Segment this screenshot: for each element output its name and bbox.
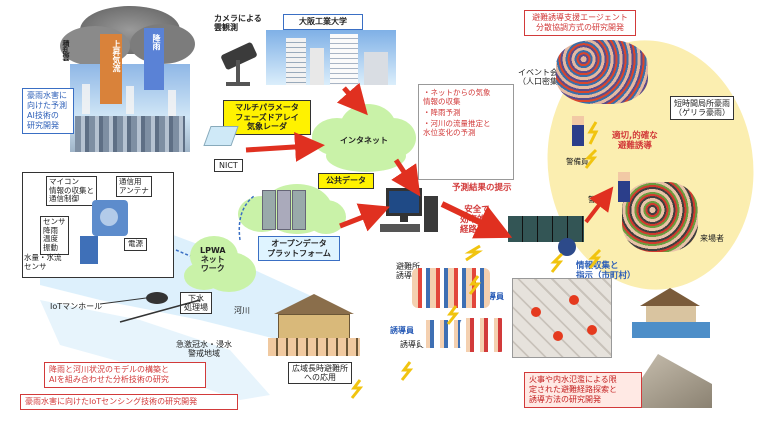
research-river-ai: 降雨と河川状況のモデルの構築と AIを組み合わせた分析技術の研究 — [44, 362, 206, 388]
server-icon — [262, 190, 306, 230]
visitors-crowd-icon — [622, 182, 698, 252]
computer-icon — [380, 186, 440, 240]
research-iot-sensing: 豪雨水害に向けたIoTセンシング技術の研究開発 — [20, 394, 238, 410]
updraft-arrow — [100, 34, 122, 104]
guide-2-label: 誘導員 — [390, 326, 414, 335]
evacuees-icon — [412, 268, 490, 308]
radar-label: マルチパラメータ フェーズドアレイ 気象レーダ — [223, 100, 311, 135]
rain-label: 降雨 — [152, 34, 161, 50]
updraft-label: 上昇気流 — [112, 40, 121, 72]
guard-figure-1 — [572, 116, 584, 146]
info-item-2: ・降雨予測 — [423, 108, 461, 117]
camera-icon — [214, 41, 264, 87]
antenna-label: 通信用 アンテナ — [116, 176, 152, 198]
research-heavy-rain-ai: 豪雨水害に 向けた予測 AI技術の 研究開発 — [22, 88, 74, 134]
camera-label: カメラによる 雲観測 — [214, 14, 262, 33]
manhole-pipe-icon — [80, 236, 98, 264]
manhole-icon — [146, 292, 168, 304]
radar-icon — [203, 120, 243, 152]
sensor-device-icon — [92, 200, 128, 236]
crowd-icon — [556, 40, 648, 104]
prediction-results-label: 予測結果の提示 — [452, 183, 512, 193]
helmet-group-2-icon — [460, 318, 506, 352]
monitor-wall-icon — [508, 216, 584, 256]
cumulonimbus-label: 積乱雲 — [62, 40, 71, 61]
rain-arrow — [144, 28, 164, 90]
guide-3-label: 誘導員 — [400, 340, 424, 349]
appropriate-guidance-label: 適切,的確な 避難誘導 — [612, 131, 658, 151]
iot-manhole-label: IoTマンホール — [50, 302, 103, 311]
research-fire-flood-route: 火事や内水氾濫による限 定された避難経路探索と 誘導方法の研究開発 — [524, 372, 642, 408]
security-guard-2-label: 警備員 — [588, 195, 611, 204]
public-data-label: 公共データ — [318, 173, 374, 189]
river-label: 河川 — [234, 306, 250, 315]
sewage-plant-label: 下水 処理場 — [180, 292, 212, 315]
guard-figure-2 — [618, 172, 630, 202]
wide-area-shelter-label: 広域長時避難所 への応用 — [288, 362, 352, 385]
rapid-flood-alert-label: 急激冠水・浸水 警戒地域 — [176, 340, 232, 359]
open-data-platform: オープンデータ プラットフォーム — [258, 236, 340, 262]
water-sensor-label: 水量・水流 センサ — [24, 253, 62, 271]
nict-label: NICT — [214, 159, 243, 173]
event-venue-label: イベント会場 （人口密集） — [518, 68, 566, 87]
info-item-3: ・河川の流量推定と 水位変化の予測 — [423, 119, 491, 137]
evac-site-guide-label: 避難所 誘導員 — [396, 262, 420, 281]
info-item-1: ・ネットからの気象 情報の収集 — [423, 88, 491, 106]
power-label: 電源 — [124, 238, 147, 251]
security-guard-1-label: 警備員 — [566, 157, 589, 166]
map-icon — [512, 278, 612, 358]
evac-agent-research: 避難誘導支援エージェント 分散協調方式の研究開発 — [524, 10, 636, 36]
microcontroller-label: マイコン 情報の収集と 通信制御 — [46, 176, 97, 206]
cumulonimbus-image: 上昇気流 降雨 — [60, 6, 195, 152]
safe-route-label: 安全で 効率的な 経路選択 — [460, 205, 495, 235]
oit-label: 大阪工業大学 — [283, 14, 363, 30]
flooded-house-icon — [632, 288, 710, 338]
lpwa-label: LPWA ネット ワーク — [200, 246, 226, 274]
visitors-label: 来場者 — [700, 234, 724, 243]
sensors-label: センサ 降雨 温度 振動 — [40, 216, 69, 255]
house-icon — [268, 294, 360, 356]
info-list-box: ・ネットからの気象 情報の収集 ・降雨予測 ・河川の流量推定と 水位変化の予測 — [418, 84, 514, 180]
building-icon — [266, 30, 396, 85]
internet-label: インタネット — [340, 136, 388, 145]
short-heavy-rain-label: 短時間局所豪雨 （ゲリラ豪雨） — [670, 96, 734, 121]
guide-1-label: 誘導員 — [480, 292, 504, 301]
